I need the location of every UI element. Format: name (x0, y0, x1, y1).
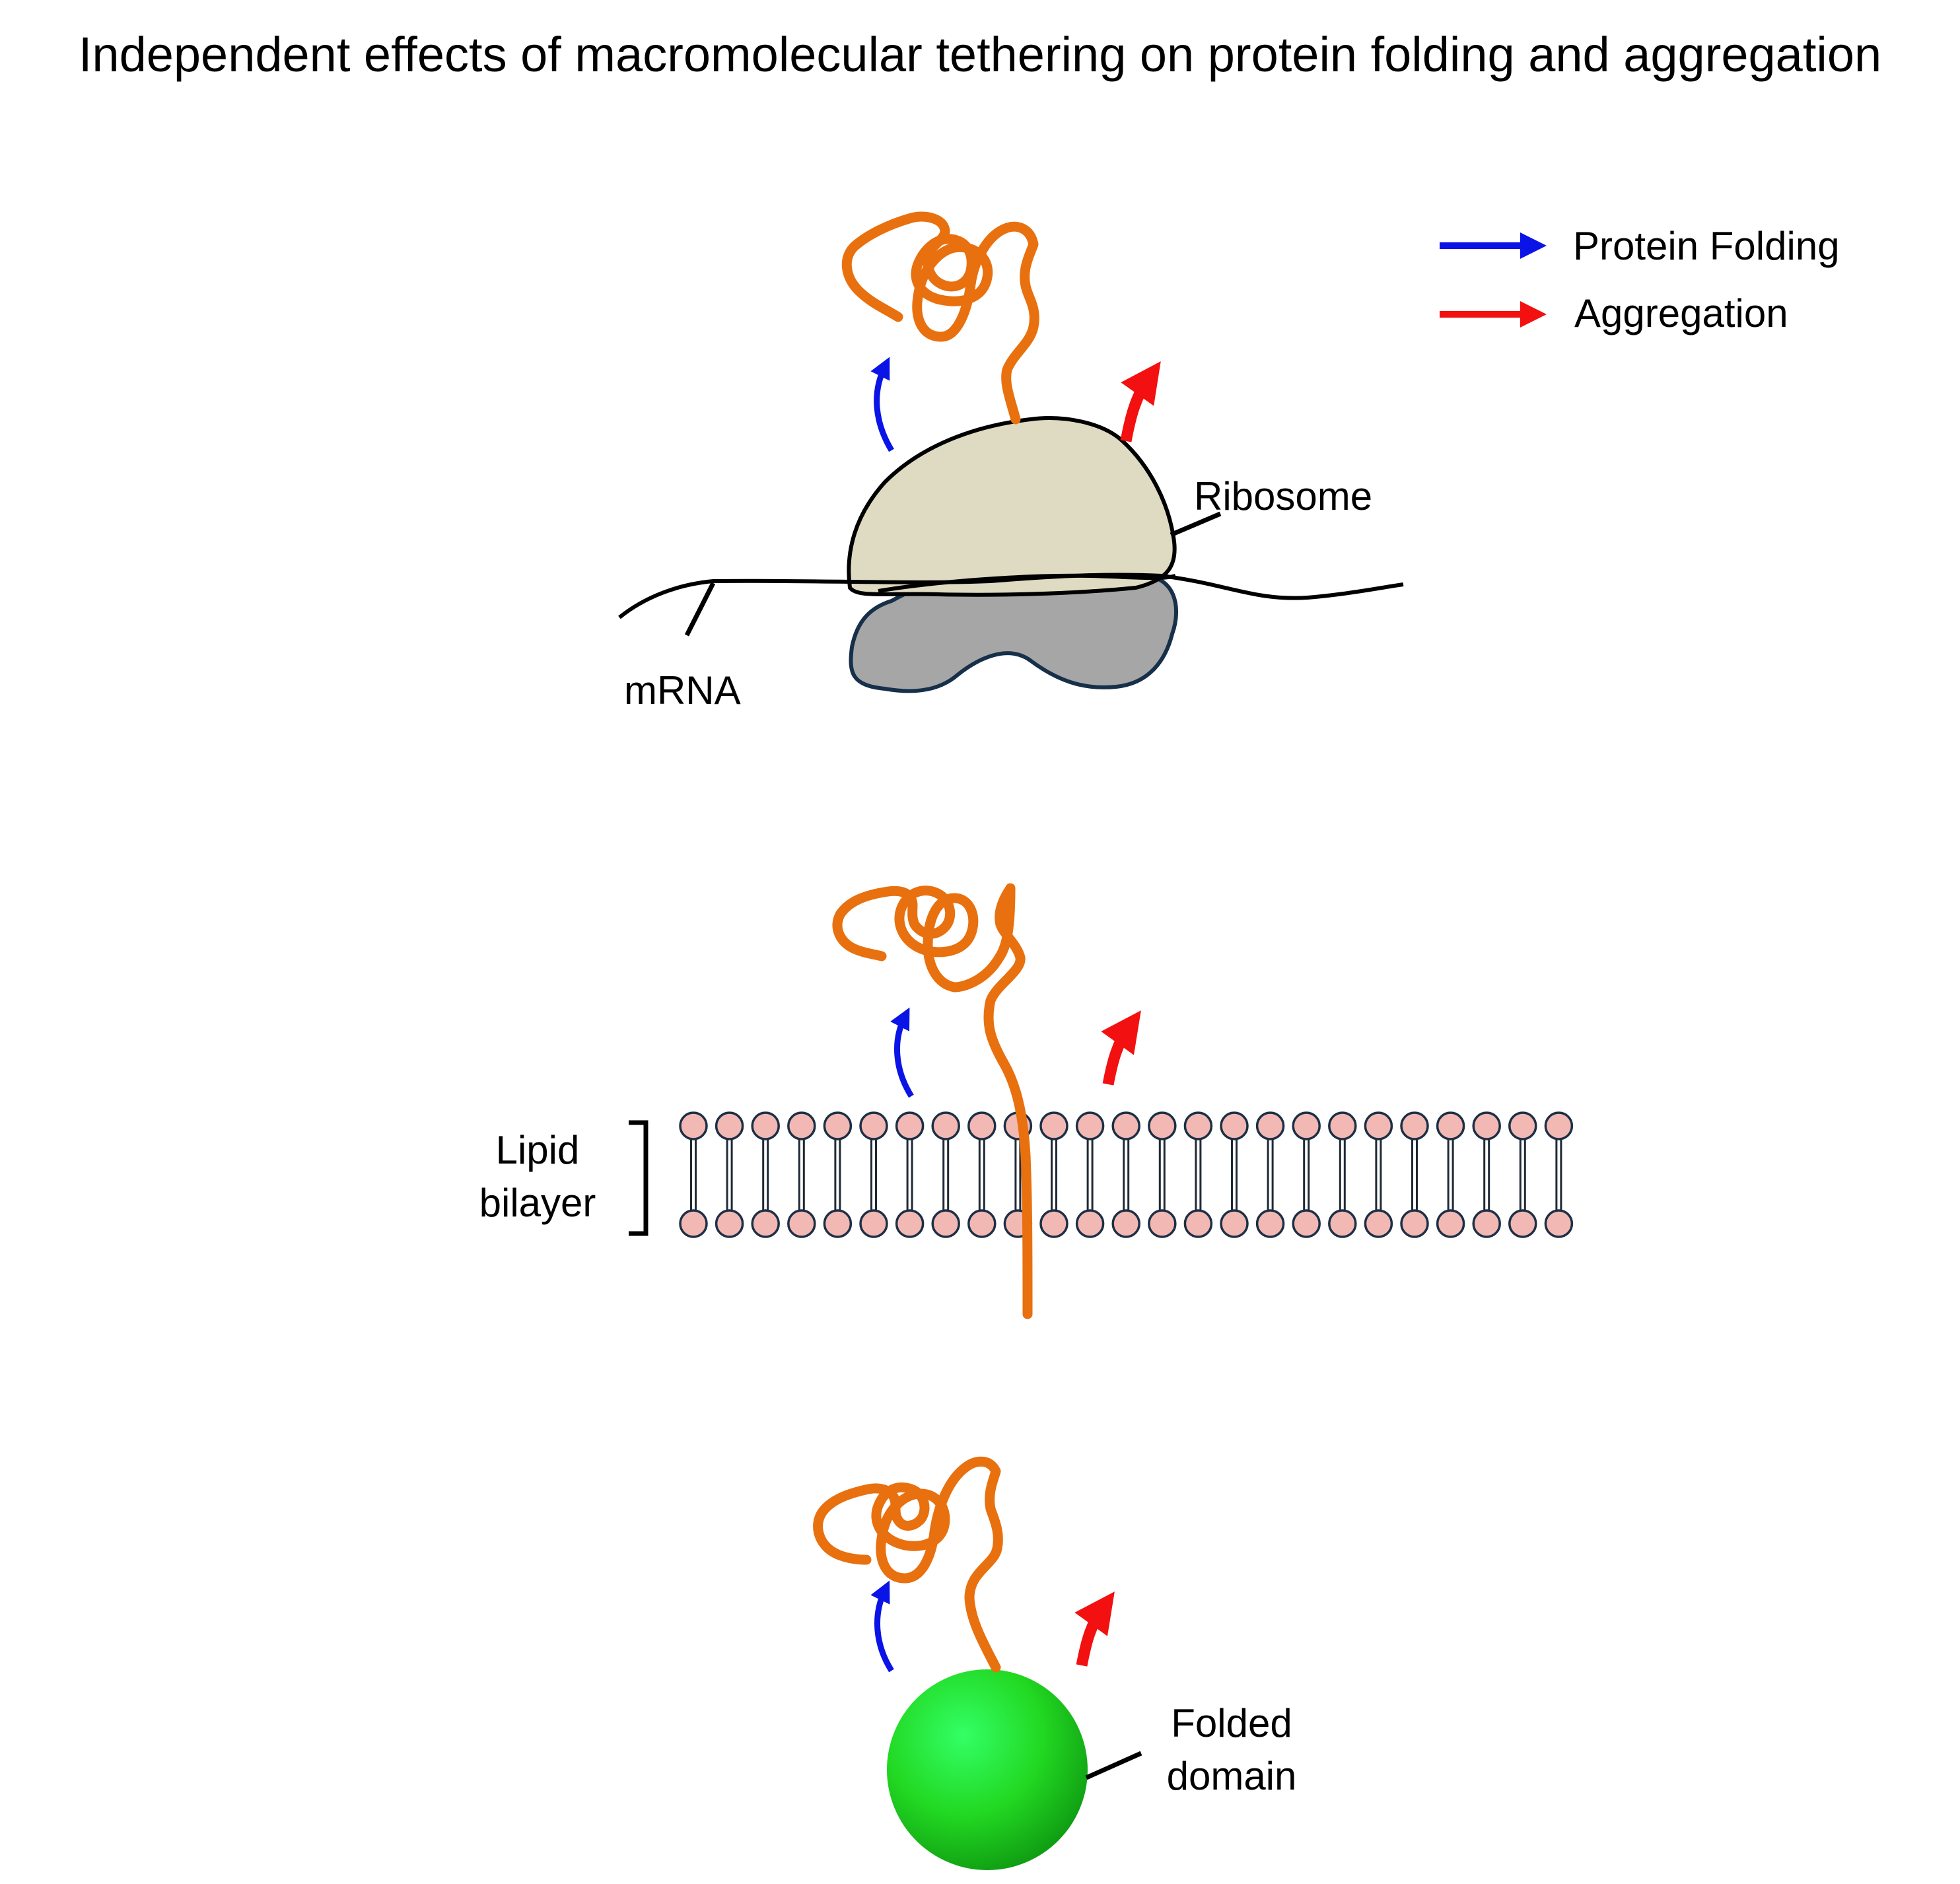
lipid-bilayer (679, 1111, 1574, 1238)
lipid-molecule (1183, 1111, 1213, 1238)
lipid-molecule (1255, 1111, 1285, 1238)
lipid-molecule (859, 1111, 888, 1238)
bilayer-bracket (629, 1120, 648, 1236)
bilayer-label-line1: Lipid (496, 1128, 580, 1172)
lipid-molecule (1075, 1111, 1105, 1238)
lipid-molecule (1328, 1111, 1357, 1238)
lipid-molecule (1544, 1111, 1574, 1238)
lipid-molecule (1436, 1111, 1465, 1238)
nascent-protein-chain (841, 211, 1039, 425)
panel-ribosome: Ribosome mRNA (618, 211, 1404, 713)
ribosome-leader-line (1170, 511, 1222, 538)
lipid-molecule (1148, 1111, 1177, 1238)
figure-title: Independent effects of macromolecular te… (79, 27, 1881, 82)
legend-aggregation-label: Aggregation (1574, 291, 1788, 335)
mrna-label: mRNA (624, 668, 741, 713)
lipid-molecule (1400, 1111, 1429, 1238)
lipid-molecule (751, 1111, 780, 1238)
lipid-molecule (895, 1111, 925, 1238)
domain-label-line1: Folded (1171, 1701, 1292, 1745)
membrane-protein-chain (832, 883, 1033, 1319)
lipid-molecule (787, 1111, 816, 1238)
mrna-strand-crossing (878, 573, 1176, 593)
ribosome-label: Ribosome (1194, 474, 1372, 518)
lipid-molecule (931, 1111, 960, 1238)
lipid-molecule (823, 1111, 853, 1238)
legend-folding-label: Protein Folding (1573, 224, 1840, 268)
lipid-molecule (1220, 1111, 1249, 1238)
folding-arrow-domain (870, 1580, 894, 1673)
lipid-molecule (1292, 1111, 1321, 1238)
legend-item-aggregation: Aggregation (1440, 291, 1788, 335)
domain-leader-line (1085, 1751, 1142, 1780)
lipid-molecule (1364, 1111, 1393, 1238)
bilayer-label-line2: bilayer (479, 1181, 596, 1225)
lipid-molecule (1508, 1111, 1537, 1238)
folding-arrow-membrane (890, 1007, 914, 1098)
lipid-molecule (679, 1111, 708, 1238)
mrna-leader-line (684, 582, 716, 637)
ribosome-large-subunit (847, 416, 1177, 597)
aggregation-arrow-membrane (1101, 1010, 1141, 1086)
folded-domain-sphere (887, 1669, 1088, 1870)
lipid-molecule (1111, 1111, 1140, 1238)
aggregation-arrow-ribosome (1120, 361, 1161, 442)
lipid-molecule (715, 1111, 744, 1238)
lipid-molecule (1472, 1111, 1501, 1238)
aggregation-arrow-domain (1074, 1591, 1115, 1667)
panel-membrane: Lipid bilayer (479, 883, 1574, 1319)
panel-folded-domain: Folded domain (813, 1456, 1297, 1870)
folding-arrow-ribosome (870, 357, 894, 452)
domain-protein-chain (813, 1456, 1003, 1673)
domain-label-line2: domain (1167, 1754, 1297, 1798)
legend-item-folding: Protein Folding (1440, 224, 1840, 268)
legend: Protein Folding Aggregation (1440, 224, 1840, 335)
lipid-molecule (967, 1111, 997, 1238)
lipid-molecule (1039, 1111, 1068, 1238)
